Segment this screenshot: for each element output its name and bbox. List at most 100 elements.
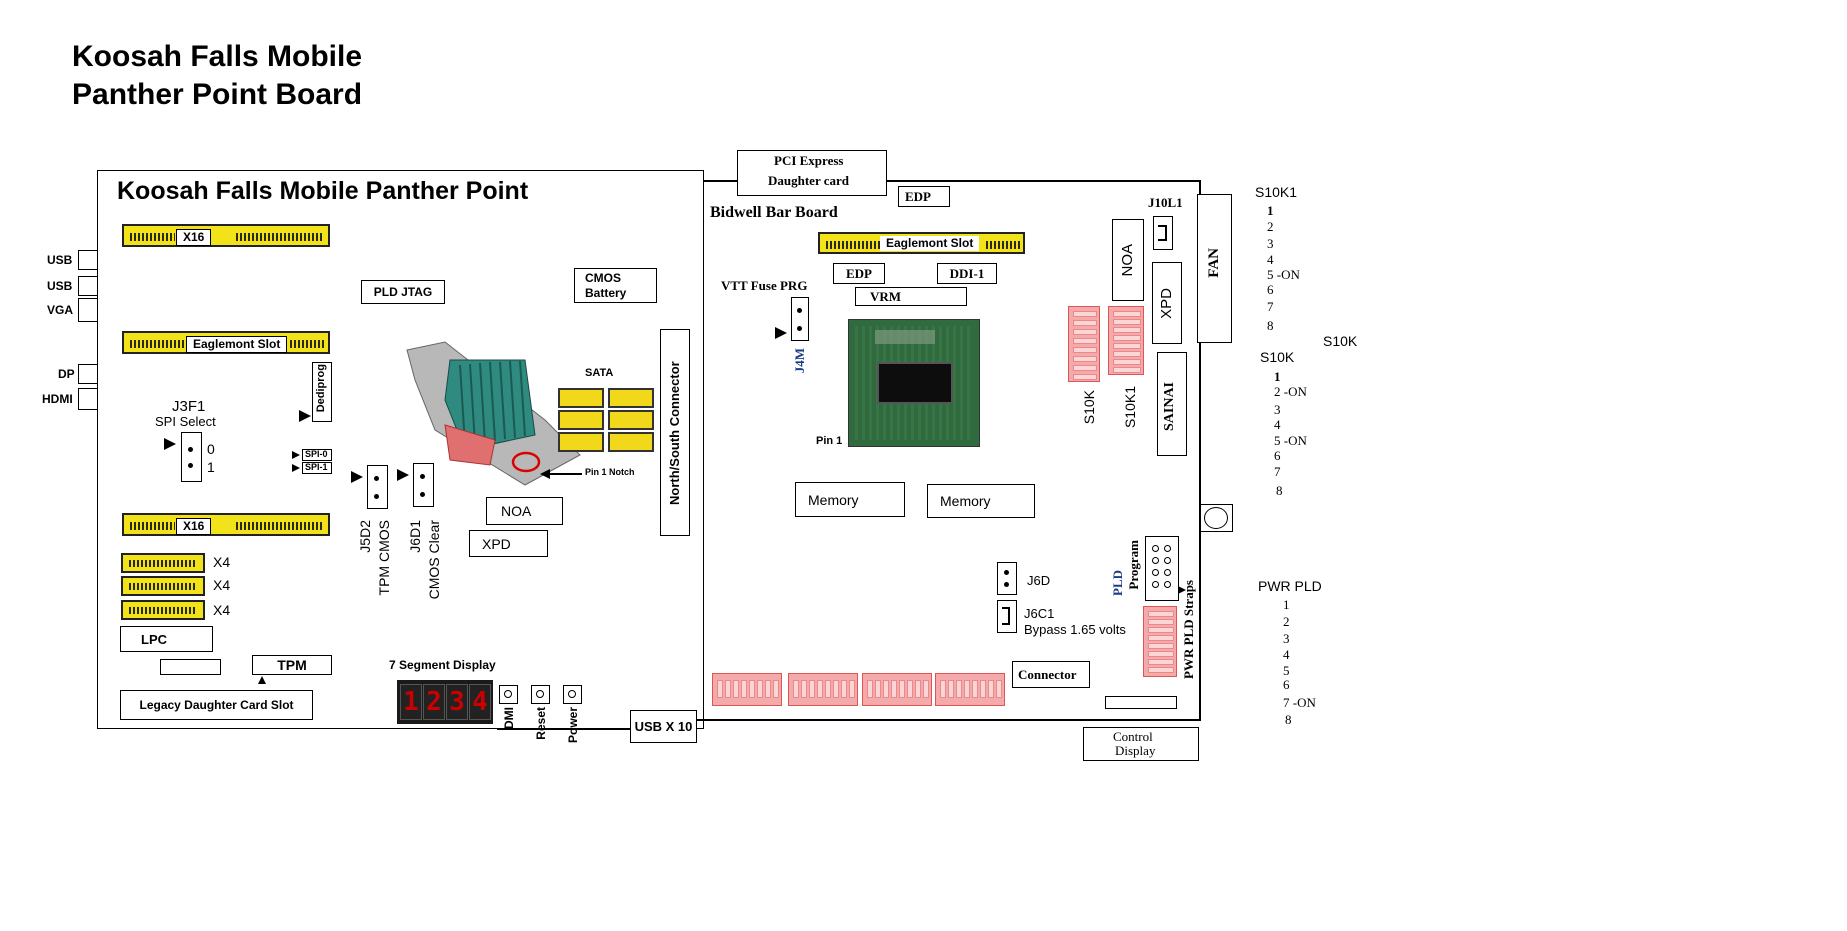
s10k-dip-switch xyxy=(1068,306,1100,382)
pwr-pld-item-2: 2 xyxy=(1283,614,1290,629)
fan-box xyxy=(1197,194,1232,343)
right-board-bottom-edge xyxy=(697,719,1201,721)
dmi-button[interactable] xyxy=(499,685,518,704)
s10k1-item-2: 2 xyxy=(1267,219,1274,234)
cpu-pin1-label: Pin 1 xyxy=(816,435,843,447)
lpc-label: LPC xyxy=(141,631,167,647)
sainai-label: SAINAI xyxy=(1162,382,1177,432)
pwr-pld-list-title: PWR PLD xyxy=(1258,578,1322,594)
usb-x10-box: USB X 10 xyxy=(630,710,697,743)
usb-x10-label: USB X 10 xyxy=(634,719,693,734)
pwr-pld-item-6: 6 xyxy=(1283,677,1290,692)
j4m-arrow xyxy=(775,327,787,339)
s10k-side-label: S10K xyxy=(1323,333,1358,349)
bottom-dip-switch-3 xyxy=(862,673,932,706)
noa-right-box xyxy=(1112,219,1144,301)
pci-express-label-2: Daughter card xyxy=(768,173,850,188)
pld-program-arrow xyxy=(1178,586,1186,594)
slot-x4-3-label: X4 xyxy=(213,602,231,618)
control-display-top xyxy=(1105,696,1177,709)
page-title-line2: Panther Point Board xyxy=(72,78,363,111)
reset-label: Reset xyxy=(534,707,548,740)
pld-jtag-label: PLD JTAG xyxy=(373,285,433,299)
port-usb-2 xyxy=(78,276,98,296)
s10k-item-5: 5 -ON xyxy=(1274,433,1307,448)
legacy-slot-label: Legacy Daughter Card Slot xyxy=(139,698,294,712)
cpu-package xyxy=(848,319,980,447)
pld-label: PLD xyxy=(1110,570,1125,596)
bottom-dip-switch-2 xyxy=(788,673,858,706)
port-usb-1 xyxy=(78,250,98,270)
xpd-right-box xyxy=(1152,262,1182,344)
power-label: Power xyxy=(566,707,580,744)
port-vga xyxy=(78,298,98,322)
control-display-label-1: Control xyxy=(1113,729,1153,744)
s10k-item-1: 1 xyxy=(1274,369,1281,384)
cpu-socket-heatsink-image xyxy=(406,341,581,486)
noa-left-label: NOA xyxy=(501,503,532,519)
pwr-pld-dip-switch xyxy=(1143,606,1177,677)
right-board-title: Bidwell Bar Board xyxy=(710,204,838,221)
dediprog-label: Dediprog xyxy=(315,364,327,413)
j6d-label: J6D xyxy=(1027,573,1051,588)
cmos-battery-box: CMOS Battery xyxy=(574,268,657,303)
spi1-box xyxy=(302,462,332,474)
north-south-connector xyxy=(660,329,690,536)
port-vga-label: VGA xyxy=(47,303,74,317)
s10k-label: S10K xyxy=(1081,390,1097,425)
s10k1-item-7: 7 xyxy=(1267,299,1274,314)
s10k1-item-8: 8 xyxy=(1267,318,1274,333)
s10k1-item-6: 6 xyxy=(1267,282,1274,297)
slot-x4-2 xyxy=(121,576,205,596)
slot-x4-2-label: X4 xyxy=(213,577,231,593)
cmos-clear-label: CMOS Clear xyxy=(426,520,442,600)
bottom-dip-switch-1 xyxy=(712,673,782,706)
tpm-pointer xyxy=(258,676,266,684)
j10l1-label: J10L1 xyxy=(1148,195,1183,210)
j6d1-label: J6D1 xyxy=(407,520,423,553)
edp-box: EDP xyxy=(833,263,885,284)
j5d2-arrow xyxy=(351,471,363,483)
connector-box: Connector xyxy=(1012,661,1090,688)
pci-express-label-1: PCI Express xyxy=(774,153,844,168)
memory-2-box: Memory xyxy=(927,484,1035,518)
seven-seg-label: 7 Segment Display xyxy=(389,658,496,672)
seven-seg-digit-3: 3 xyxy=(446,684,468,720)
vrm-box: VRM xyxy=(855,287,967,306)
s10k-item-3: 3 xyxy=(1274,402,1281,417)
right-board-right-edge xyxy=(1199,180,1201,720)
pwr-pld-item-5: 5 xyxy=(1283,663,1290,678)
pwr-pld-straps-label: PWR PLD Straps xyxy=(1181,580,1196,679)
j6c1-label: J6C1 xyxy=(1024,606,1055,621)
slot-eaglemont-left-label: Eaglemont Slot xyxy=(186,336,288,353)
pwr-pld-item-8: 8 xyxy=(1285,712,1292,727)
pci-express-box: PCI Express Daughter card xyxy=(737,150,887,196)
j3f1-label: J3F1 xyxy=(172,398,206,415)
memory-1-box: Memory xyxy=(795,482,905,517)
edp-label: EDP xyxy=(846,265,872,281)
sata-label: SATA xyxy=(585,367,614,379)
spi-select-0: 0 xyxy=(207,441,215,457)
memory-1-label: Memory xyxy=(808,491,859,508)
control-display-label-2: Display xyxy=(1115,743,1156,758)
edp-top-label: EDP xyxy=(905,188,931,204)
round-switch[interactable] xyxy=(1204,507,1228,529)
spi1-label: SPI-1 xyxy=(305,462,328,472)
reset-button[interactable] xyxy=(531,685,550,704)
j5d2-label: J5D2 xyxy=(357,520,373,553)
seven-seg-digit-1: 1 xyxy=(400,684,422,720)
slot-x16-top: X16 xyxy=(122,224,330,247)
s10k1-item-5: 5 -ON xyxy=(1267,267,1300,282)
j3f1-jumper xyxy=(181,432,202,482)
port-hdmi xyxy=(78,388,98,410)
right-board-top-edge xyxy=(704,180,1200,182)
seven-seg-digit-2: 2 xyxy=(423,684,445,720)
vtt-fuse-label: VTT Fuse PRG xyxy=(721,278,808,293)
noa-left-box: NOA xyxy=(486,497,563,525)
lpc-box: LPC xyxy=(120,626,213,652)
pin1-notch-arrow xyxy=(540,469,550,479)
power-button[interactable] xyxy=(563,685,582,704)
slot-eaglemont-right: Eaglemont Slot xyxy=(818,232,1025,254)
s10k1-item-3: 3 xyxy=(1267,236,1274,251)
bypass-label: Bypass 1.65 volts xyxy=(1024,622,1126,637)
